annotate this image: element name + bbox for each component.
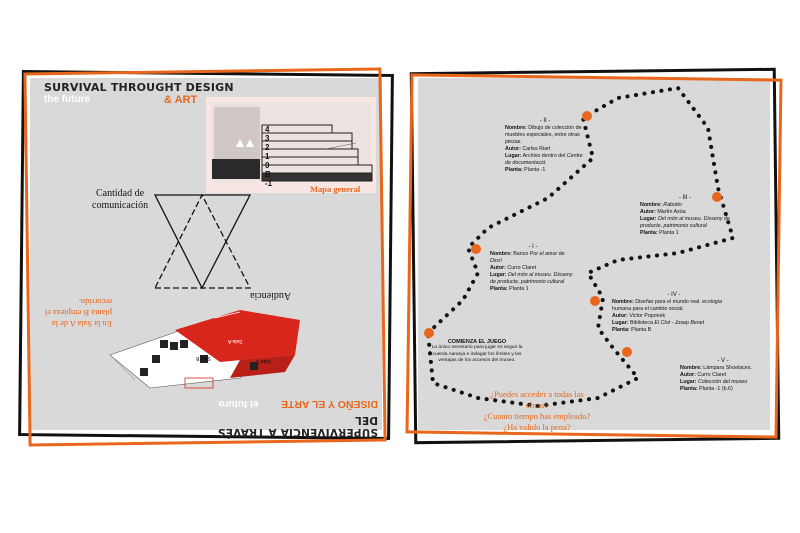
stop-iv-nombre-row: Nombre: Diseñar para el mundo real. ecol… <box>612 299 723 312</box>
stop-marker-v[interactable] <box>622 347 632 357</box>
start-body: Lo único necesario para jugar es seguir … <box>431 345 523 363</box>
stop-iii-lugar-row: Lugar: Del món al museu. Disseny de prod… <box>640 216 730 229</box>
route-dotted-path <box>426 85 736 409</box>
room-label-b: Sala B <box>196 355 211 361</box>
stop-ii-nombre-row: Nombre: Dibujo de colección de muebles e… <box>505 125 582 145</box>
general-map <box>206 97 376 193</box>
stop-v-card: - V - Nombre: Lámpara Shoelaces. Autor: … <box>680 358 766 393</box>
stop-v-numeral: - V - <box>717 358 729 364</box>
stop-v-lugar-row: Lugar: Colección del museo <box>680 379 748 385</box>
stop-i-nombre-row: Nombre: Banco Por el amor de Dios! <box>490 251 565 264</box>
title-line1: SURVIVAL THROUGHT DESIGN <box>44 81 234 94</box>
right-panel <box>418 78 770 430</box>
floor-level: 3 <box>265 134 270 143</box>
rotated-title-sub-row: DISEÑO Y EL ARTE el futuro <box>208 396 378 414</box>
stop-v-autor-row: Autor: Curro Claret <box>680 372 727 378</box>
stop-ii-autor-row: Autor: Carles Riart <box>505 146 551 152</box>
stop-ii-planta-row: Planta: Planta -1 <box>505 167 546 173</box>
floor-level: 4 <box>265 125 270 134</box>
floor-level-labels: 4 3 2 1 0 B -1 <box>265 125 277 188</box>
diagram-left-label: Cantidad de comunicación <box>92 188 149 211</box>
floor-level: 1 <box>265 152 270 161</box>
closing-questions: ¿Puedes acceder a todas las obras? ¿Cuan… <box>482 389 592 433</box>
rotated-title-line2: el futuro <box>218 398 259 409</box>
rotated-title-block: SUPERVIVENCIA A TRAVÉS DEL DISEÑO Y EL A… <box>208 396 378 438</box>
question-3: ¿Ha valido la pena? <box>503 422 571 432</box>
stop-iv-card: - IV - Nombre: Diseñar para el mundo rea… <box>612 292 736 334</box>
stop-marker-ii[interactable] <box>582 111 592 121</box>
stop-ii-numeral: - II - <box>539 118 551 124</box>
stop-marker-start[interactable] <box>424 328 434 338</box>
stop-iv-numeral: - IV - <box>667 292 681 298</box>
communication-audience-diagram <box>153 193 252 290</box>
stop-v-planta-row: Planta: Planta -1 (b.6) <box>680 386 733 392</box>
floor-level: 2 <box>265 143 270 152</box>
stop-iii-nombre-row: Nombre: Rabotto <box>640 202 682 208</box>
stop-iii-card: - III - Nombre: Rabotto Autor: Martín Az… <box>640 195 730 237</box>
stop-ii-card: - II - Nombre: Dibujo de colección de mu… <box>505 118 585 174</box>
stop-iii-planta-row: Planta: Planta 1 <box>640 230 679 236</box>
question-1: ¿Puedes acceder a todas las obras? <box>490 389 584 410</box>
stop-ii-lugar-row: Lugar: Archivo dentro del Centre de docu… <box>505 153 583 166</box>
title-art: & ART <box>164 94 198 106</box>
stop-marker-i[interactable] <box>471 244 481 254</box>
stop-i-lugar-row: Lugar: Del món al museu. Disseny de prod… <box>490 272 573 285</box>
floor-plan-drawing <box>109 310 300 389</box>
start-card: COMIENZA EL JUEGO Lo único necesario par… <box>425 339 529 364</box>
stop-iii-autor-row: Autor: Martín Azúa <box>640 209 686 215</box>
map-label: Mapa general <box>310 184 361 194</box>
start-heading: COMIENZA EL JUEGO <box>447 339 507 345</box>
rotated-title-art: DISEÑO Y EL ARTE <box>280 398 378 410</box>
stop-marker-iii[interactable] <box>712 192 722 202</box>
room-label-a: Sala A <box>228 338 243 344</box>
rotated-title-line1: SUPERVIVENCIA A TRAVÉS DEL <box>217 414 378 438</box>
stop-i-card: - I - Nombre: Banco Por el amor de Dios!… <box>490 244 576 293</box>
building-section-drawing <box>206 97 376 193</box>
stop-iii-numeral: - III - <box>678 195 692 201</box>
question-2: ¿Cuanto tiempo has empleado? <box>483 411 591 421</box>
stop-i-autor-row: Autor: Curro Claret <box>490 265 537 271</box>
floor-level: B <box>265 170 271 179</box>
stop-i-planta-row: Planta: Planta 1 <box>490 286 529 292</box>
stop-iv-planta-row: Planta: Planta B <box>612 327 652 333</box>
stop-i-numeral: - I - <box>528 244 538 250</box>
stop-iv-autor-row: Autor: Victor Poponek <box>612 313 666 319</box>
floor-level: -1 <box>265 179 273 188</box>
floor-level: 0 <box>265 161 270 170</box>
title-line2: the future <box>44 94 91 105</box>
stop-iv-lugar-row: Lugar: Biblioteca El Clot - Josep Benet <box>612 320 705 326</box>
stop-marker-iv[interactable] <box>590 296 600 306</box>
room-label-c: Sala C <box>256 358 272 364</box>
stop-v-nombre-row: Nombre: Lámpara Shoelaces. <box>680 365 752 371</box>
